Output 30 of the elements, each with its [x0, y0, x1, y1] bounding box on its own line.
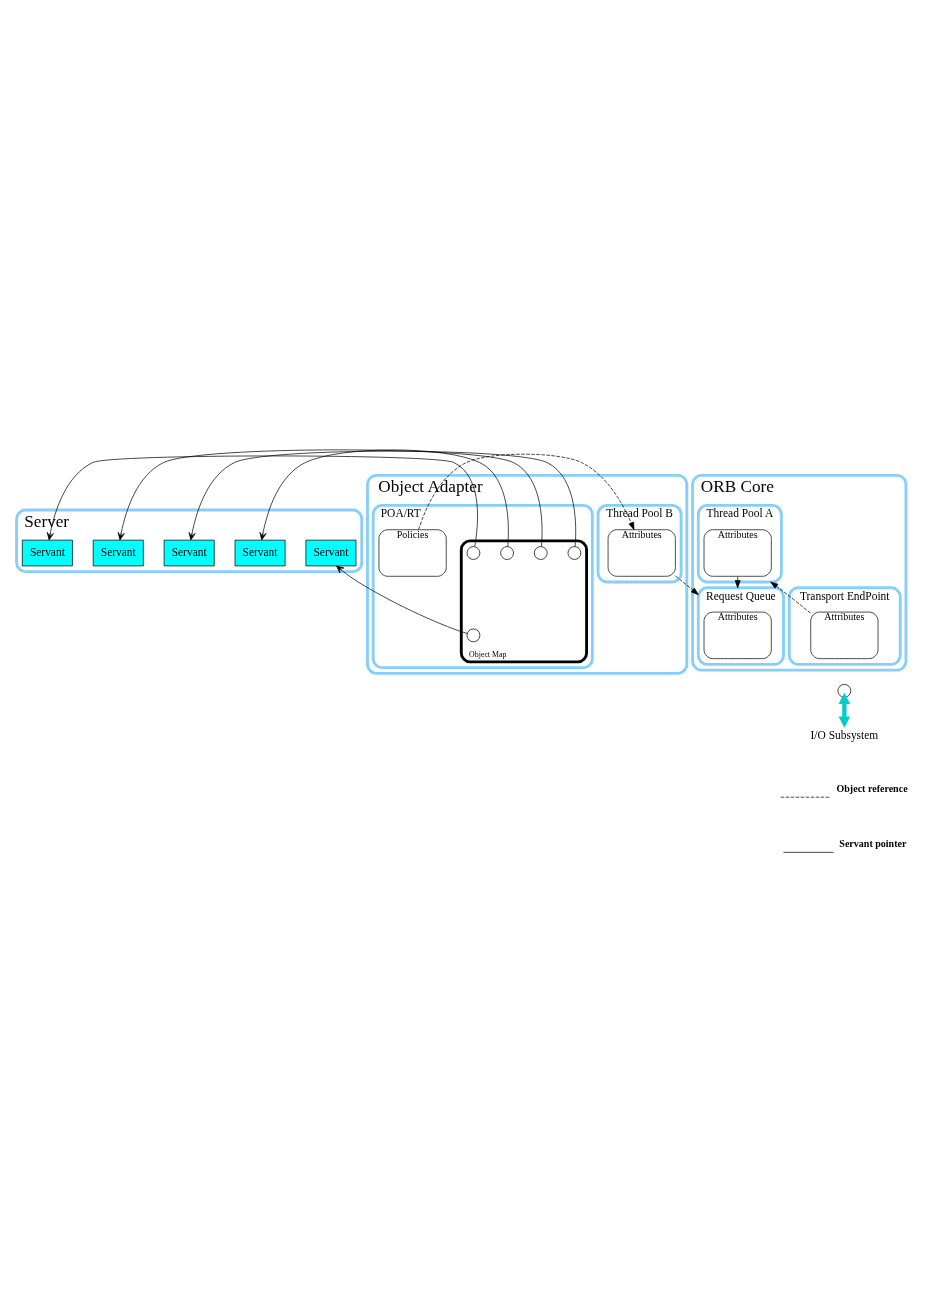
node-circle [500, 545, 514, 560]
node-box: Attributes [703, 528, 772, 577]
arrow [336, 565, 468, 634]
node-circle [837, 683, 852, 698]
legend-label: Servant pointer [839, 837, 907, 849]
node-box: Servant [92, 539, 144, 566]
arrow [734, 575, 741, 588]
arrow [188, 450, 577, 547]
node-box: Attributes [607, 528, 676, 577]
node-box: Attributes [703, 611, 772, 659]
arrow [418, 453, 635, 530]
node-box: Servant [305, 539, 357, 566]
node-circle [567, 545, 582, 560]
legend-label: Object reference [836, 782, 908, 794]
arrow [838, 692, 851, 728]
node-circle [533, 545, 548, 560]
cluster: Object Map [459, 538, 588, 663]
node-text: I/O Subsystem [810, 728, 879, 741]
arrow [770, 581, 811, 613]
node-circle [466, 545, 481, 560]
arrow [675, 575, 699, 595]
arrow [117, 449, 543, 547]
node-box: Servant [163, 539, 215, 566]
arrow [46, 455, 478, 547]
node-box: Policies [378, 528, 447, 577]
node-box: Attributes [810, 611, 879, 659]
node-box: Servant [234, 539, 286, 566]
arrow [259, 449, 509, 547]
node-box: Servant [21, 539, 73, 566]
node-circle [466, 628, 481, 642]
